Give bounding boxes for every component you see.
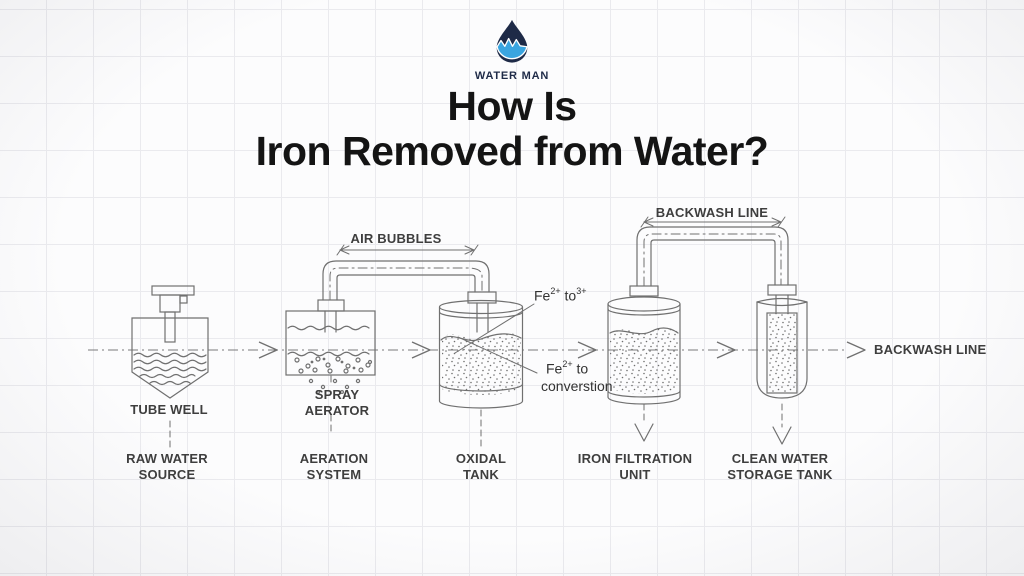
spray-aerator-label: SPRAY AERATOR	[304, 387, 370, 418]
backwash-line-right-label: BACKWASH LINE	[874, 342, 987, 357]
backwash-line-top-label: BACKWASH LINE	[655, 205, 769, 220]
iron-filtration-drawing	[607, 296, 681, 405]
raw-water-source-label: RAW WATER SOURCE	[126, 451, 208, 482]
logo: WATER MAN	[0, 18, 1024, 82]
title-line-2: Iron Removed from Water?	[255, 128, 769, 174]
backwash-pipe-drawing	[629, 226, 797, 313]
dimension-backwash	[640, 216, 786, 228]
water-drop-icon	[496, 19, 528, 63]
spray-aerator-drawing	[285, 310, 376, 395]
page-title: How Is Iron Removed from Water?	[0, 84, 1024, 174]
vertical-centerlines	[169, 375, 482, 448]
air-bubbles-label: AIR BUBBLES	[350, 231, 442, 246]
tube-well-label: TUBE WELL	[130, 402, 208, 417]
aeration-system-label: AERATION SYSTEM	[299, 451, 369, 482]
oxidal-tank-drawing	[438, 299, 524, 409]
fe-conversion-top-label: Fe2+ to3+	[534, 286, 587, 304]
clean-water-storage-label: CLEAN WATER STORAGE TANK	[727, 451, 833, 482]
aerator-pipe-drawing	[317, 260, 497, 333]
aerator-bubbles	[294, 356, 373, 374]
dimension-air-bubbles	[336, 244, 479, 256]
spray-droplets	[308, 378, 361, 395]
iron-filtration-unit-label: IRON FILTRATION UNIT	[577, 451, 693, 482]
pump-handle	[151, 285, 195, 296]
clean-water-tank-drawing	[756, 297, 808, 399]
fe-leader-lines	[454, 303, 538, 374]
title-line-1: How Is	[447, 83, 577, 129]
brand-name: WATER MAN	[474, 70, 550, 82]
down-arrows	[634, 403, 792, 445]
oxidal-tank-label: OXIDAL TANK	[455, 451, 507, 482]
flow-arrowheads	[258, 341, 866, 359]
tube-well-drawing	[131, 285, 209, 399]
fe-conversion-label: Fe2+ to converstion	[541, 359, 613, 395]
